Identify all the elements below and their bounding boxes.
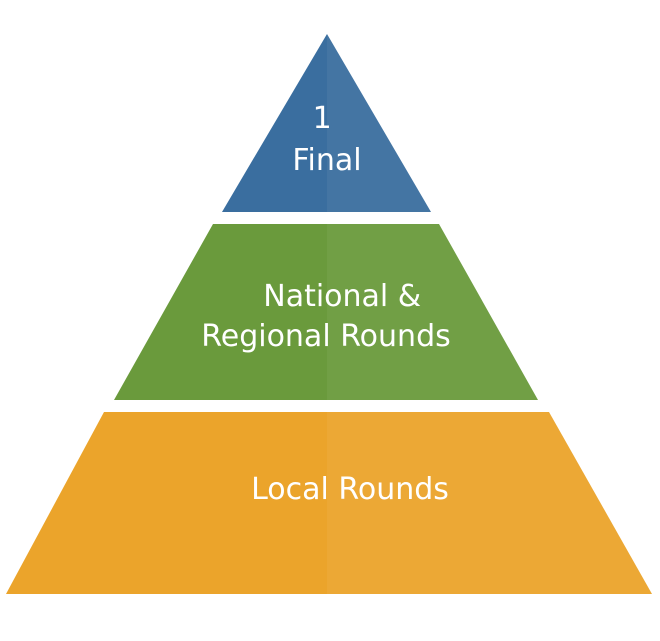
tier-national-regional-label: National & Regional Rounds [201, 279, 451, 354]
tier-final-line-2: Final [292, 143, 361, 178]
tier-local-shape [6, 412, 652, 594]
tier-national-regional-shape [114, 224, 538, 400]
tier-final-label: 1 Final [292, 101, 361, 178]
tier-national-regional-line-2: Regional Rounds [201, 319, 451, 354]
tier-local-line-1: Local Rounds [251, 472, 449, 507]
tier-national-regional-line-1: National & [263, 279, 421, 314]
tier-final-shape [222, 34, 431, 212]
pyramid-tier-national-regional: National & Regional Rounds [114, 224, 538, 400]
tier-final-line-1: 1 [313, 101, 332, 136]
tier-local-label: Local Rounds [251, 472, 449, 507]
pyramid-tier-local: Local Rounds [6, 412, 652, 594]
pyramid-tier-final: 1 Final [222, 34, 431, 212]
